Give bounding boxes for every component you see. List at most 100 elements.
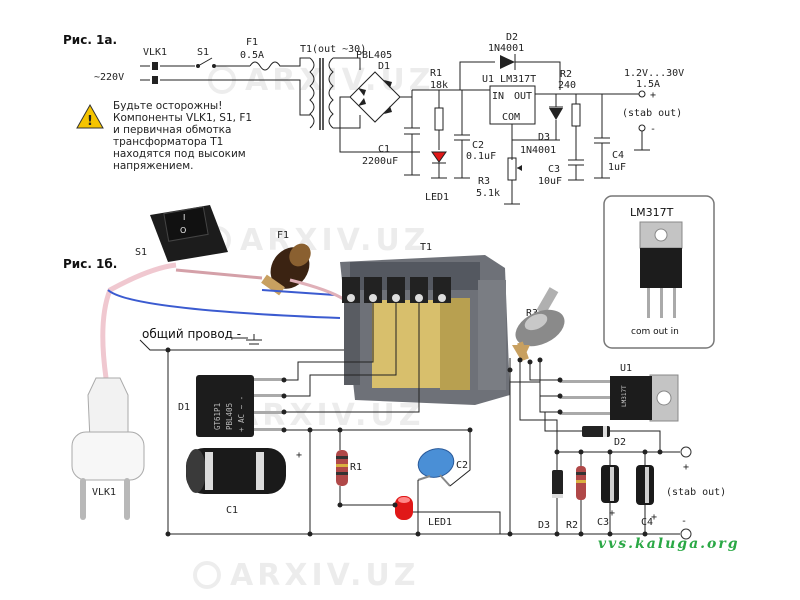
label-r1: R1 [350, 462, 362, 473]
label-c3-value: 10uF [538, 176, 562, 187]
output-minus-terminal-icon[interactable] [680, 528, 692, 540]
plug-pin-icon [152, 62, 158, 70]
potentiometer-icon [512, 287, 565, 362]
figure-label-1b: Рис. 1б. [63, 257, 117, 271]
label-c4-value: 1uF [608, 162, 626, 173]
label-f1: F1 [277, 230, 289, 241]
resistor-r2-icon [571, 103, 581, 127]
switch-contact-icon [212, 64, 216, 68]
ceramic-capacitor-c2-icon [417, 448, 455, 487]
label-r3: R3 [478, 176, 490, 187]
capacitor-c3-icon [568, 140, 584, 181]
svg-text:!: ! [87, 114, 93, 129]
capacitor-c2-icon [454, 90, 470, 179]
power-cord-icon [100, 262, 177, 379]
label-output-range: 1.2V...30V [624, 68, 684, 79]
label-u1: U1 [620, 363, 632, 374]
label-plus: + [296, 450, 302, 461]
label-c1-value: 2200uF [362, 156, 398, 167]
label-t1: T1(out ~30) [300, 44, 366, 55]
warning-line: Будьте осторожны! [113, 100, 223, 112]
label-c2-value: 0.1uF [466, 151, 496, 162]
led-icon [395, 496, 413, 520]
label-minus: - [650, 124, 656, 135]
power-plug-icon [71, 377, 145, 520]
label-common-wire: общий провод - [142, 327, 241, 341]
svg-text:I: I [183, 213, 185, 222]
label-d1-pins: + AC ~ - [237, 396, 246, 432]
watermark: ARXIV.UZ [240, 223, 429, 258]
warning-line: находятся под высоким [113, 148, 246, 160]
warning-line: напряжением. [113, 160, 194, 172]
label-u1-com: COM [502, 112, 520, 123]
label-output-current: 1.5A [636, 79, 660, 90]
potentiometer-r3-icon [507, 157, 517, 181]
fuse-holder-icon [261, 243, 311, 296]
label-u1: U1 LM317T [482, 74, 536, 85]
label-bridge-part: PBL405 [356, 50, 392, 61]
capacitor-c4-icon [594, 94, 610, 179]
label-lm-marking: LM317T [621, 385, 628, 407]
label-c3: C3 [597, 517, 609, 528]
label-d1-part: PBL405 [225, 403, 234, 430]
label-c4: C4 [612, 150, 624, 161]
resistor-r2-icon [576, 466, 586, 500]
resistor-r1-icon [336, 450, 348, 486]
schematic-1a: Рис. 1а. VLK1 ~220V S1 F1 0.5A T1(out ~3… [63, 32, 684, 205]
label-plus: + [650, 90, 656, 101]
label-fuse-rating: 0.5A [240, 50, 264, 61]
label-u1-out: OUT [514, 91, 532, 102]
label-led1: LED1 [428, 517, 452, 528]
svg-text:O: O [180, 226, 186, 235]
bridge-rectifier-package-icon: GT61P1 PBL405 + AC ~ - [196, 375, 284, 437]
inset-pins-label: com out in [631, 327, 679, 337]
label-d3-part: 1N4001 [520, 145, 556, 156]
fuse-icon [249, 57, 310, 71]
lm317-package-icon: LM317T [560, 374, 679, 422]
electrolytic-capacitor-c1-icon [186, 448, 286, 494]
label-plus: + [651, 512, 657, 523]
label-u1-in: IN [492, 91, 504, 102]
label-r3: R3 [526, 308, 538, 319]
label-r2: R2 [566, 520, 578, 531]
label-s1: S1 [197, 47, 209, 58]
led-icon [431, 151, 447, 163]
diode-d3-icon [549, 108, 563, 120]
output-plus-terminal-icon [638, 90, 646, 98]
inset-title: LM317T [630, 206, 674, 219]
label-c4: C4 [641, 517, 653, 528]
warning-text: Будьте осторожны! Компоненты VLK1, S1, F… [113, 100, 293, 172]
label-led1: LED1 [425, 192, 449, 203]
label-plus: + [683, 462, 689, 473]
resistor-r1-icon [434, 107, 444, 131]
diode-d3-icon [552, 470, 563, 498]
transformer-icon [340, 255, 510, 405]
warning-line: трансформатора T1 [113, 136, 224, 148]
label-c1: C1 [378, 144, 390, 155]
rocker-switch-icon: I O [150, 205, 228, 262]
label-d1: D1 [178, 402, 190, 413]
plug-pin-icon [152, 76, 158, 84]
label-r1-value: 18k [430, 80, 448, 91]
watermark: ARXIV.UZ [235, 398, 424, 433]
electrolytic-capacitor-c3-icon [601, 465, 619, 503]
diode-d2-icon [582, 426, 610, 437]
label-d2: D2 [506, 32, 518, 43]
output-minus-terminal-icon [638, 124, 646, 132]
transformer-terminals [342, 277, 451, 303]
secondary-winding-icon [328, 57, 334, 129]
label-r1: R1 [430, 68, 442, 79]
output-plus-terminal-icon[interactable] [680, 446, 692, 458]
figure-label-1a: Рис. 1а. [63, 33, 117, 47]
label-stab-out: (stab out) [622, 108, 682, 119]
label-r3-value: 5.1k [476, 188, 500, 199]
wiring-diagram-1b: Рис. 1б. I O S1 F1 VLK1 [63, 205, 726, 540]
switch-lever-icon [197, 57, 213, 67]
bridge-rectifier-icon [349, 71, 401, 123]
label-stab-out: (stab out) [666, 487, 726, 498]
label-c2: C2 [456, 460, 468, 471]
label-d1: D1 [378, 61, 390, 72]
primary-winding-icon [309, 57, 315, 129]
diode-d2-icon [500, 55, 515, 69]
label-vlk1: VLK1 [143, 47, 167, 58]
